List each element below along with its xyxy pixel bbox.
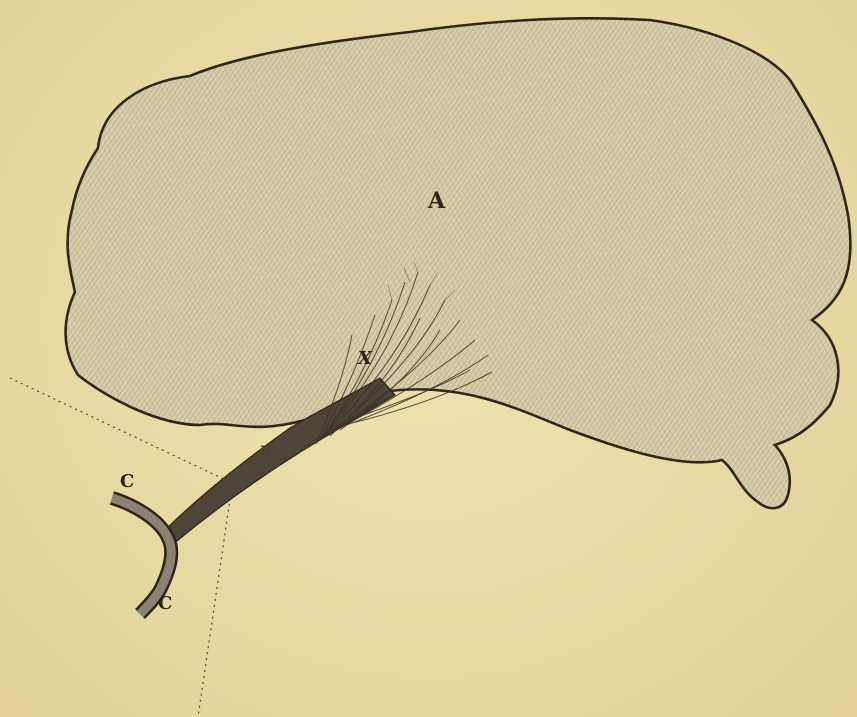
mass-a-crosshatch — [66, 18, 851, 508]
label-c-lower: C — [158, 595, 172, 613]
label-x: X — [358, 350, 372, 368]
label-b: B — [260, 445, 271, 458]
label-a: A — [428, 190, 445, 212]
label-c-upper: C — [120, 473, 134, 491]
